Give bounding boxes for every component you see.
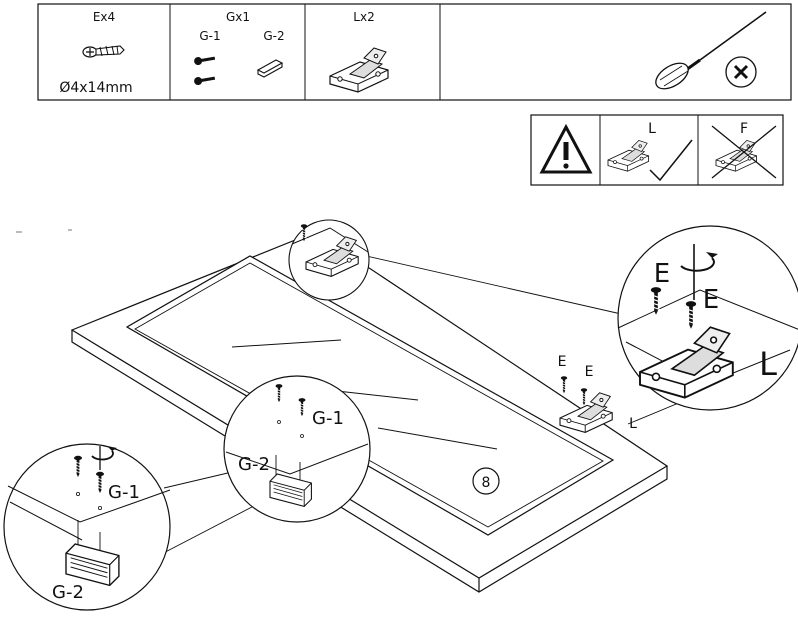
hinge-callout: E E L xyxy=(558,354,637,433)
warning-triangle-icon xyxy=(539,123,593,174)
cross-icon xyxy=(711,125,777,179)
screw-e-count: Ex4 xyxy=(93,10,115,24)
detail-screw-label-2: E xyxy=(703,285,719,315)
detail-handle-screw-label: G-1 xyxy=(108,482,140,503)
detail-screw-label-1: E xyxy=(654,259,670,289)
hinge-icon xyxy=(329,47,389,93)
top-hinge-callout xyxy=(288,219,370,301)
screw-icon xyxy=(82,45,125,58)
hinge-detail-circle: E E L xyxy=(617,225,798,411)
warning-box: L F xyxy=(530,114,784,186)
step-number-badge: 8 xyxy=(472,467,500,495)
detail-hinge-label: L xyxy=(759,345,777,383)
handle-g1-label: G-1 xyxy=(199,29,220,43)
handle-detail-circle: G-1 G-2 xyxy=(3,443,171,611)
wrong-hinge-icon: F xyxy=(711,121,777,179)
handle-g2-label: G-2 xyxy=(263,29,284,43)
hinge-label: L xyxy=(629,416,637,432)
check-mark-icon xyxy=(649,139,693,182)
leader-line xyxy=(163,471,233,489)
rotate-arrow-icon xyxy=(91,446,117,470)
screw-e-cell: Ex4 Ø4x14mm xyxy=(59,10,132,96)
correct-hinge-icon: L xyxy=(607,121,693,182)
parts-table: Ex4 Ø4x14mm Gx1 G-1 G-2 xyxy=(37,3,792,101)
handle-callout-circle: G-1 G-2 xyxy=(223,375,371,523)
handle-g-cell: Gx1 G-1 G-2 xyxy=(194,10,285,86)
detail-handle-label: G-2 xyxy=(52,582,84,603)
hinge-l-cell: Lx2 xyxy=(329,10,389,93)
hinge-screw-label-1: E xyxy=(558,354,567,370)
handle-label: G-2 xyxy=(238,454,270,475)
rotate-arrow-icon xyxy=(680,244,718,300)
handle-g-count: Gx1 xyxy=(226,10,250,24)
step-number: 8 xyxy=(482,475,491,491)
hinge-l-count: Lx2 xyxy=(353,10,374,24)
wrong-hinge-label: F xyxy=(740,121,748,137)
handle-parts-icon xyxy=(194,56,284,86)
correct-hinge-label: L xyxy=(648,121,656,137)
phillips-screwdriver-icon xyxy=(655,11,767,90)
screw-e-size: Ø4x14mm xyxy=(59,80,132,96)
handle-screw-label: G-1 xyxy=(312,408,344,429)
hinge-screw-label-2: E xyxy=(585,364,594,380)
leader-line xyxy=(339,249,631,317)
